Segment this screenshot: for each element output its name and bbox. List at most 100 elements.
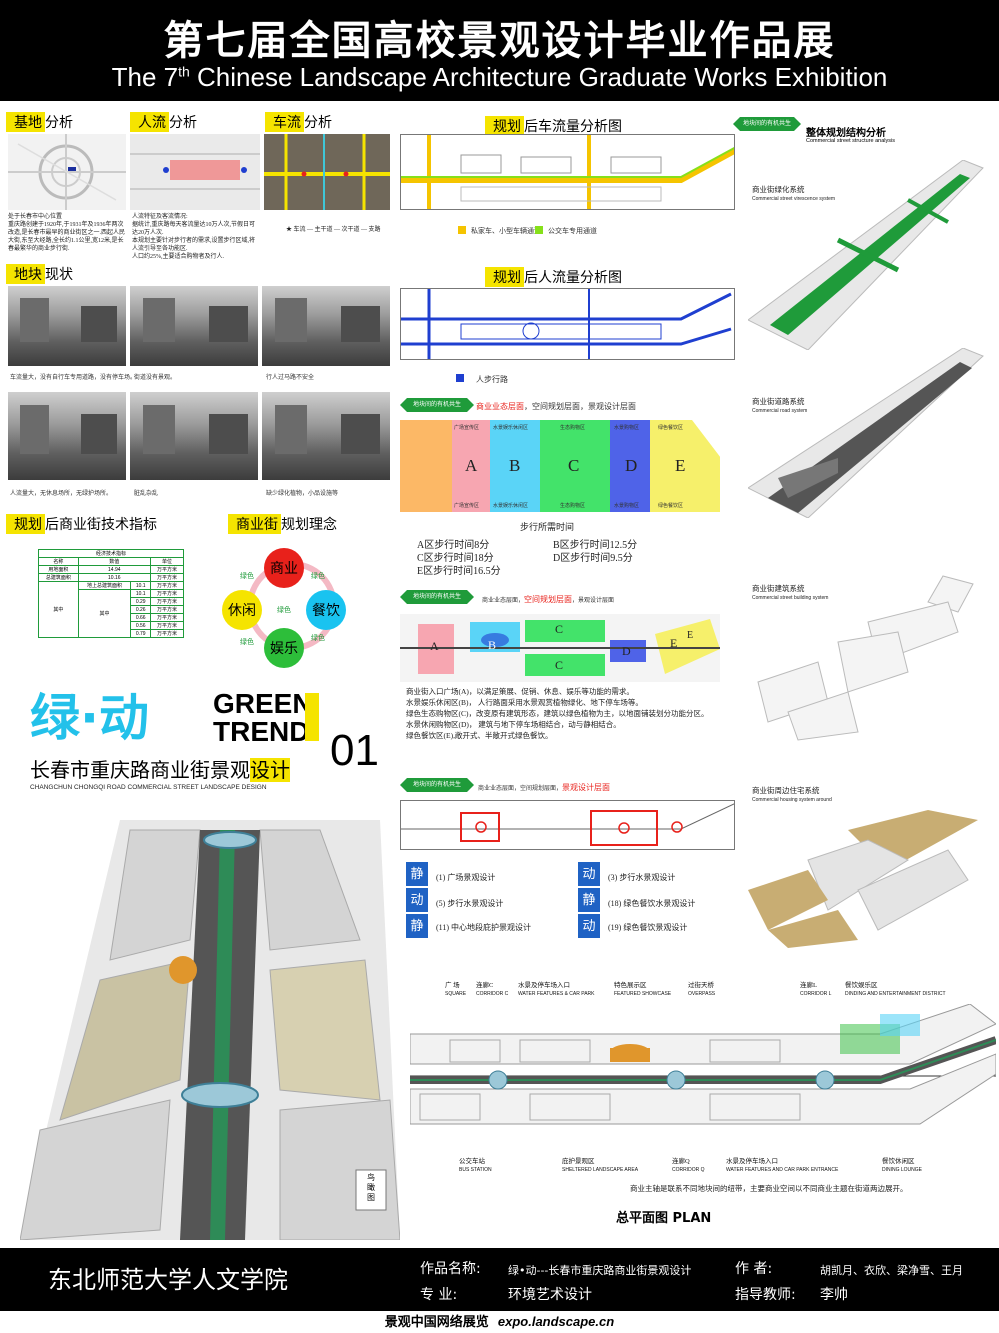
zone-label-b-top: 水景娱乐休闲区 bbox=[493, 425, 529, 431]
landscape-right-item-2: (18) 绿色餐饮水景观设计 bbox=[608, 899, 696, 908]
people-flow-title: 人流分析 bbox=[130, 112, 197, 132]
zone-band-d bbox=[610, 420, 650, 512]
author-value: 胡凯月、衣欣、梁净雪、王月 bbox=[820, 1264, 963, 1277]
structure-green-system bbox=[748, 160, 984, 350]
zone-label-c-top: 生态购物区 bbox=[560, 425, 586, 431]
status-photo-1 bbox=[8, 286, 126, 366]
space-desc-4: 水景休闲购物区(D)， 建筑与地下停车场相结合，动与静相结合。 bbox=[406, 720, 621, 729]
status-caption-6: 缺少绿化植物，小品设施等 bbox=[266, 491, 339, 497]
zone-label-c-bottom: 生态购物区 bbox=[560, 503, 586, 509]
site-analysis-title: 基地分析 bbox=[6, 112, 73, 132]
status-caption-3: 行人过马路不安全 bbox=[266, 375, 315, 381]
advisor-label: 指导教师: bbox=[735, 1287, 796, 1303]
landscape-heading: 商业业态层面，空间规划层面，景观设计层面 bbox=[478, 783, 611, 792]
zone-letter-d: D bbox=[625, 456, 638, 475]
landscape-left-item-1: (1) 广场景观设计 bbox=[436, 873, 496, 882]
zone-band-a bbox=[452, 420, 490, 512]
status-photo-5 bbox=[130, 392, 258, 480]
author-label: 作 者: bbox=[735, 1261, 773, 1277]
zone-band-b bbox=[490, 420, 540, 512]
concept-green-2: 绿色 bbox=[311, 572, 325, 580]
structure-title-en: Commercial street structure analysis bbox=[806, 138, 895, 144]
people-text: 人流特征及客流情况: 据统计,重庆路每天客流量达10万人次,节假日可达20万人次… bbox=[132, 214, 256, 260]
car-flow-map bbox=[264, 134, 390, 210]
footer: 东北师范大学人文学院 作品名称: 绿•动---长春市重庆路商业街景观设计 作 者… bbox=[0, 1248, 999, 1311]
zone-label-d-bottom: 水景购物区 bbox=[614, 503, 640, 509]
zone-letter-a: A bbox=[465, 456, 478, 475]
ped-plan-title: 规划后人流量分析图 bbox=[485, 267, 622, 287]
business-arrow: 地块间的有机共生 bbox=[400, 398, 474, 412]
concept-center: 绿色 bbox=[277, 606, 291, 614]
business-zones: A B C D E 广场宣传区 水景娱乐休闲区 生态购物区 水景购物区 绿色餐饮… bbox=[400, 420, 720, 512]
landscape-left-block-3: 静 bbox=[406, 914, 428, 938]
structure-system-1-cn: 商业街绿化系统 bbox=[752, 185, 805, 194]
work-label: 作品名称: bbox=[420, 1261, 481, 1277]
space-letter-c2: C bbox=[555, 658, 564, 672]
structure-housing-system bbox=[748, 810, 978, 948]
car-legend: ★ 车流 — 主干道 — 次干道 — 支路 bbox=[286, 227, 381, 233]
site-name-cn: 景观中国网络展览 bbox=[384, 1315, 489, 1330]
site-map bbox=[8, 134, 126, 210]
concept-node-dining: 餐饮 bbox=[306, 590, 346, 630]
landscape-diagram bbox=[400, 800, 735, 850]
ped-legend: 人步行路 bbox=[476, 375, 508, 384]
logo-yellow-bar bbox=[305, 693, 319, 741]
zone-label-a-top: 广场宣传区 bbox=[454, 425, 480, 431]
structure-system-2-cn: 商业街道路系统 bbox=[752, 397, 805, 406]
status-caption-2: 街道没有景观。 bbox=[134, 375, 177, 381]
bottom-bar: 景观中国网络展览 expo.landscape.cn bbox=[0, 1311, 999, 1333]
structure-arrow: 地块间的有机共生 bbox=[733, 117, 801, 131]
status-photo-3 bbox=[262, 286, 390, 366]
walk-b: B区步行时间12.5分 bbox=[553, 540, 638, 551]
traffic-legend-swatch-1 bbox=[458, 226, 466, 234]
space-desc-2: 水景娱乐休闲区(B)， 人行路面采用水景观赏植物绿化、地下停车场等。 bbox=[406, 698, 643, 707]
zone-label-e-bottom: 绿色餐饮区 bbox=[658, 503, 684, 509]
landscape-right-block-2: 静 bbox=[578, 888, 600, 912]
school-name: 东北师范大学人文学院 bbox=[48, 1266, 288, 1294]
space-desc-1: 商业街入口广场(A)，以满足策展、促销、休息、娱乐等功能的需求。 bbox=[406, 687, 634, 696]
space-letter-b: B bbox=[488, 638, 497, 652]
concept-title: 商业街规划理念 bbox=[228, 514, 337, 534]
space-desc-3: 绿色生态购物区(C)，改变原有建筑形态，建筑以绿色植物为主，以地面铺装划分功能分… bbox=[406, 709, 709, 718]
landscape-right-item-1: (3) 步行水景观设计 bbox=[608, 873, 676, 882]
space-letter-d: D bbox=[622, 644, 631, 658]
walk-title: 步行所需时间 bbox=[520, 522, 575, 532]
people-flow-map bbox=[130, 134, 260, 210]
major-value: 环境艺术设计 bbox=[508, 1287, 592, 1303]
logo-en-1: GREEN bbox=[213, 688, 313, 719]
advisor-value: 李帅 bbox=[820, 1287, 848, 1303]
structure-system-1-en: Commercial street virescence system bbox=[752, 196, 836, 202]
site-url[interactable]: expo.landscape.cn bbox=[497, 1314, 615, 1329]
walk-c: C区步行时间18分 bbox=[417, 553, 494, 564]
status-caption-4: 人流量大，无休息场所，无绿护场所。 bbox=[10, 491, 113, 497]
space-arrow: 地块间的有机共生 bbox=[400, 590, 474, 604]
birdseye-label: 鸟 瞰 图 bbox=[367, 1173, 375, 1202]
concept-node-commerce: 商业 bbox=[264, 548, 304, 588]
space-heading: 商业业态层面，空间规划层面，景观设计层面 bbox=[482, 595, 615, 604]
logo-number: 01 bbox=[330, 726, 379, 775]
logo-en-2: TREND bbox=[213, 716, 310, 747]
header: 第七届全国高校景观设计毕业作品展 The 7th Chinese Landsca… bbox=[0, 0, 999, 101]
logo-subtitle-cn: 长春市重庆路商业街景观设计 bbox=[30, 758, 290, 782]
structure-system-3-en: Commercial street building system bbox=[752, 595, 829, 601]
traffic-legend-2: 公交车专用通道 bbox=[548, 227, 597, 235]
walk-d: D区步行时间9.5分 bbox=[553, 553, 633, 564]
structure-road-system bbox=[748, 348, 984, 518]
structure-system-3-cn: 商业街建筑系统 bbox=[752, 584, 805, 593]
traffic-legend-1: 私家车、小型车辆通道 bbox=[471, 227, 541, 235]
space-letter-e1: E bbox=[670, 636, 678, 650]
structure-system-4-en: Commercial housing system around bbox=[752, 797, 832, 803]
landscape-left-item-3: (11) 中心地段庇护景观设计 bbox=[436, 923, 532, 932]
status-caption-1: 车流量大，没有自行车专用道路，没有停车场。 bbox=[10, 375, 137, 381]
landscape-right-item-3: (19) 绿色餐饮景观设计 bbox=[608, 923, 688, 932]
